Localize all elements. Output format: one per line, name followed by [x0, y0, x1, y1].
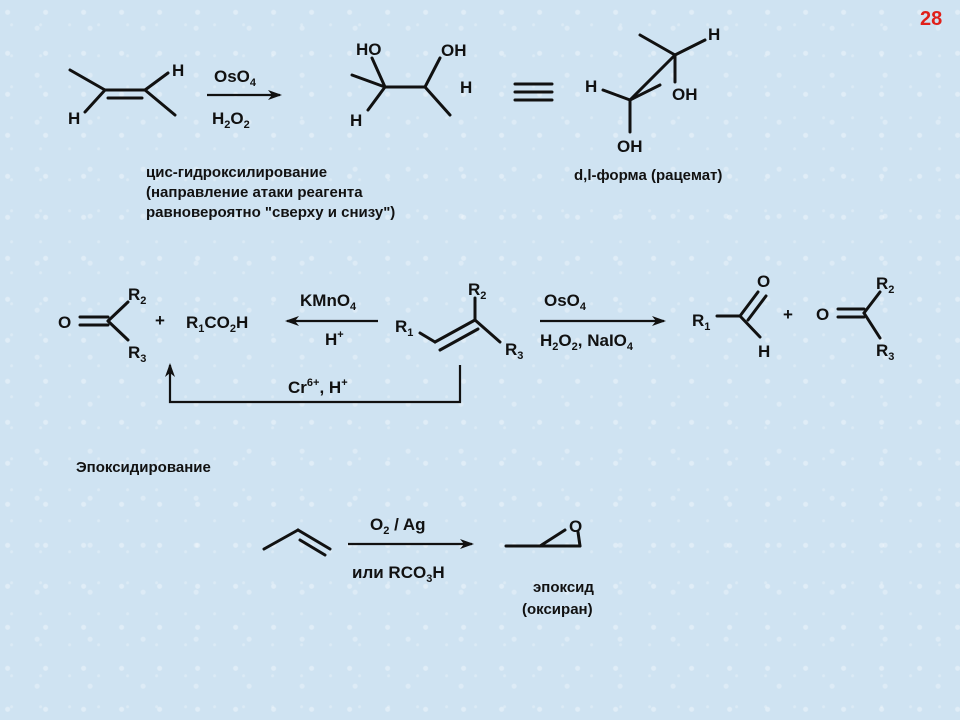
label-r1: R1	[395, 317, 413, 339]
atom-h: H	[460, 78, 472, 97]
propene	[262, 528, 332, 557]
atom-oh: OH	[672, 85, 698, 104]
carboxylic-acid: R1CO2H	[186, 313, 248, 335]
caption-line3: равновероятно "сверху и снизу")	[146, 204, 395, 221]
atom-o: O	[58, 313, 71, 332]
cr6-arrow: Cr6+, H+	[165, 363, 462, 404]
label-r1: R1	[692, 311, 710, 333]
newman-like-product: H OH H OH	[585, 25, 720, 156]
reagent-h2o2-naio4: H2O2, NaIO4	[540, 331, 634, 353]
reagent-h-plus: H+	[325, 329, 344, 349]
kmno4-arrow: KMnO4 H+	[285, 291, 378, 349]
label-r3: R3	[128, 343, 146, 365]
atom-ho: HO	[356, 40, 382, 59]
atom-h: H	[708, 25, 720, 44]
atom-h: H	[758, 342, 770, 361]
aldehyde-product: R1 O H	[692, 272, 770, 361]
atom-oh: OH	[617, 137, 643, 156]
diol-product: HO OH H H	[350, 40, 472, 130]
epoxide-caption: эпоксид	[533, 579, 594, 596]
reagent-cr6: Cr6+, H+	[288, 377, 348, 397]
cis-alkene: H H	[68, 61, 184, 128]
oso4-naio4-arrow: OsO4 H2O2, NaIO4	[540, 291, 666, 353]
equivalence-sign	[513, 82, 554, 102]
plus-sign: +	[783, 305, 793, 324]
atom-oh: OH	[441, 41, 467, 60]
reagent-o2-ag: O2 / Ag	[370, 515, 426, 537]
racemate-caption: d,l-форма (рацемат)	[574, 167, 722, 184]
atom-o: O	[757, 272, 770, 291]
alkene-central: R1 R2 R3	[395, 280, 523, 362]
ketone-left: O R2 R3	[58, 285, 146, 365]
label-r2: R2	[876, 274, 894, 296]
reagent-h2o2: H2O2	[212, 109, 250, 131]
reagent-oso4: OsO4	[214, 67, 257, 89]
label-r3: R3	[505, 340, 523, 362]
label-r2: R2	[128, 285, 146, 307]
epoxide: O	[504, 517, 582, 548]
label-r2: R2	[468, 280, 486, 302]
atom-o: O	[816, 305, 829, 324]
reagent-rco3h: или RCO3H	[352, 563, 445, 585]
label-r3: R3	[876, 341, 894, 363]
plus-sign: +	[155, 311, 165, 330]
reagent-kmno4: KMnO4	[300, 291, 357, 313]
caption-line2: (направление атаки реагента	[146, 184, 363, 201]
epoxidation-arrow: O2 / Ag или RCO3H	[348, 515, 474, 585]
oxirane-caption: (оксиран)	[522, 601, 593, 618]
ketone-right: O R2 R3	[816, 274, 894, 363]
caption-line1: цис-гидроксилирование	[146, 164, 327, 181]
atom-o: O	[569, 517, 582, 536]
epoxidation-title: Эпоксидирование	[76, 459, 211, 476]
atom-h: H	[68, 109, 80, 128]
reagent-oso4: OsO4	[544, 291, 587, 313]
atom-h: H	[585, 77, 597, 96]
page-number: 28	[920, 8, 943, 30]
atom-h: H	[350, 111, 362, 130]
reaction1-arrow: OsO4 H2O2	[207, 67, 282, 131]
atom-h: H	[172, 61, 184, 80]
